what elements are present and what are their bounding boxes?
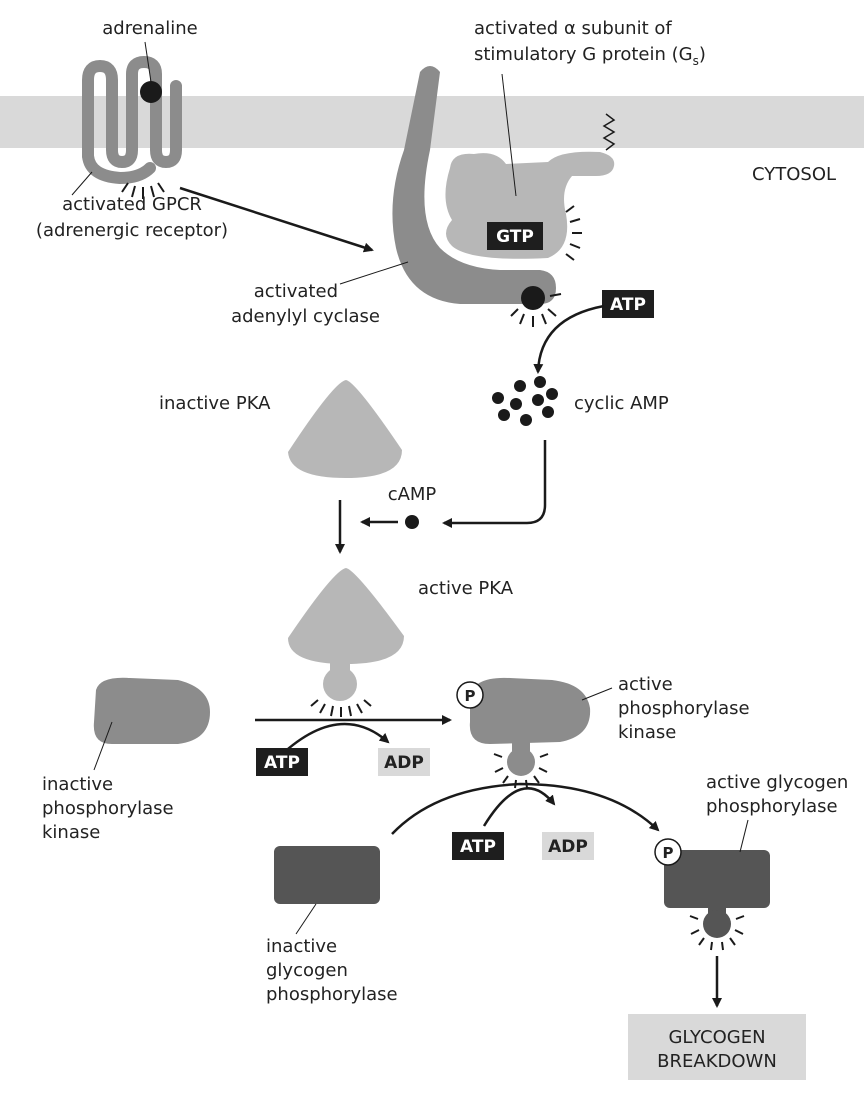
active-pk-label-line2: phosphorylase: [618, 698, 750, 719]
atp-box-low: [452, 832, 504, 860]
active-pk-label-line1: active: [618, 674, 673, 695]
cyclic-amp-cluster: [492, 376, 558, 426]
active-gp-leader: [739, 819, 749, 853]
phospho-badge-gp: [654, 838, 682, 866]
camp-path: [442, 440, 547, 528]
gtp-box: [487, 222, 543, 250]
gs-alpha-leader: [501, 73, 517, 197]
cyclic-amp-label: cyclic AMP: [574, 393, 669, 414]
atp-box-mid: [256, 748, 308, 776]
atp-label-low: ATP: [460, 837, 496, 857]
gs-alpha-label-line2: stimulatory G protein (Gs): [474, 44, 706, 68]
atp-label-top: ATP: [610, 295, 646, 315]
gtp-label: GTP: [496, 227, 534, 247]
pka-activation-rays: [310, 699, 372, 717]
active-glycogen-phosphorylase: [664, 850, 770, 908]
glycogen-breakdown-box: [628, 1014, 806, 1080]
inactive-gp-label-line2: glycogen: [266, 960, 348, 981]
adenylyl-cyclase: [392, 66, 556, 304]
phospho-badge-pk: [456, 681, 484, 709]
gs-alpha-label-line1: activated α subunit of: [474, 18, 672, 39]
inactive-pk-label-line2: phosphorylase: [42, 798, 174, 819]
cyclase-active-site: [521, 286, 545, 310]
camp-label: cAMP: [388, 484, 437, 505]
adrenaline-label: adrenaline: [102, 18, 197, 39]
cyclase-label-line1: activated: [254, 281, 338, 302]
inactive-pk-leader: [93, 721, 113, 771]
gpcr-label-line1: activated GPCR: [62, 194, 202, 215]
inactive-pk-label-line3: kinase: [42, 822, 100, 843]
cyclase-activation-rays: [510, 293, 562, 327]
active-pk-rays: [493, 753, 549, 789]
inactive-gp-label-line1: inactive: [266, 936, 337, 957]
active-gp-catalytic-domain: [703, 910, 731, 938]
adp-label-mid: ADP: [384, 753, 424, 773]
active-pk-leader: [581, 687, 613, 701]
active-gp-label-line2: phosphorylase: [706, 796, 838, 817]
atp-box-top: [602, 290, 654, 318]
gpcr-to-cyclase-arrow: [179, 186, 374, 253]
breakdown-label-line2: BREAKDOWN: [657, 1051, 777, 1072]
active-pk-label-line3: kinase: [618, 722, 676, 743]
inactive-gp-leader: [295, 903, 317, 935]
atp-label-mid: ATP: [264, 753, 300, 773]
cyclase-leader: [339, 261, 409, 285]
camp-molecule: [405, 515, 419, 529]
gs-activation-rays: [565, 205, 582, 261]
inactive-pka: [288, 380, 402, 478]
inactive-pka-label: inactive PKA: [159, 393, 271, 414]
active-phosphorylase-kinase: [469, 677, 591, 744]
gpcr-activation-rays: [121, 182, 165, 199]
phospho-label-pk: P: [465, 687, 476, 705]
cytosol-label: CYTOSOL: [752, 164, 836, 185]
adrenaline-molecule: [140, 81, 162, 103]
atp-adp-arc-low: [482, 787, 556, 827]
active-gp-label-line1: active glycogen: [706, 772, 848, 793]
active-pka: [288, 568, 404, 664]
inactive-glycogen-phosphorylase: [274, 846, 380, 904]
active-pka-label: active PKA: [418, 578, 514, 599]
atp-adp-arc-mid: [279, 722, 390, 757]
adp-box-low: [542, 832, 594, 860]
active-pka-catalytic-domain: [323, 667, 357, 701]
gs-lipid-anchor: [602, 113, 616, 151]
inactive-phosphorylase-kinase: [93, 677, 210, 744]
atp-to-camp-arrow: [533, 304, 605, 374]
inactive-gp-label-line3: phosphorylase: [266, 984, 398, 1005]
adp-box-mid: [378, 748, 430, 776]
adp-label-low: ADP: [548, 837, 588, 857]
gp-activation-arc: [391, 782, 660, 835]
active-pk-catalytic-domain: [507, 748, 535, 776]
inactive-pk-label-line1: inactive: [42, 774, 113, 795]
gpcr-receptor: [82, 55, 182, 185]
gpcr-label-line2: (adrenergic receptor): [36, 220, 228, 241]
gpcr-leader: [71, 171, 93, 196]
active-gp-rays: [689, 915, 745, 951]
adrenaline-leader: [144, 41, 152, 83]
cyclase-label-line2: adenylyl cyclase: [231, 306, 380, 327]
breakdown-label-line1: GLYCOGEN: [668, 1027, 765, 1048]
phospho-label-gp: P: [663, 844, 674, 862]
